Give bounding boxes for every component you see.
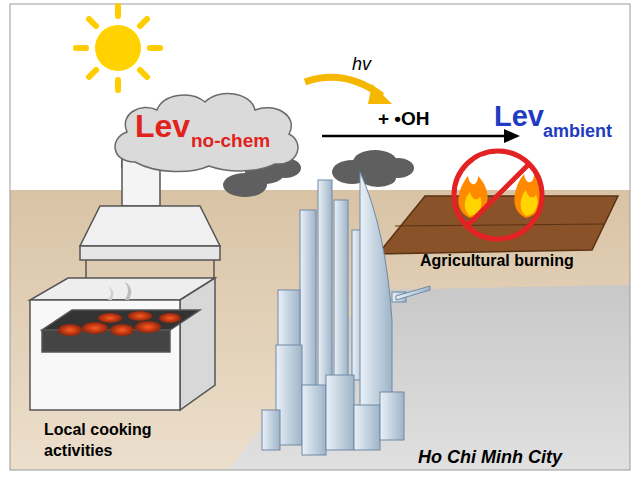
city-label: Ho Chi Minh City: [418, 447, 562, 468]
species-name: Lev: [494, 100, 544, 133]
photon-label: hv: [352, 54, 371, 75]
sun: [76, 6, 160, 90]
source-label: Local cooking activities: [44, 420, 184, 462]
charcoal: [58, 282, 181, 336]
light-arrowhead: [368, 84, 392, 104]
frame: [10, 4, 630, 470]
cloud-node: Levno-chem: [105, 88, 305, 174]
species-name: Lev: [135, 108, 190, 145]
field-furrow: [395, 224, 604, 226]
city-plane: [228, 285, 630, 470]
source-label: Agricultural burning: [420, 252, 574, 270]
reaction-arrow: [322, 135, 508, 138]
fire: [458, 174, 543, 218]
species-subscript: ambient: [543, 121, 612, 142]
field: [378, 196, 618, 254]
prohibition-sign: [454, 151, 542, 239]
oxidant-label: + •OH: [378, 108, 430, 130]
skyscrapers: [262, 172, 430, 455]
species-subscript: no-chem: [191, 130, 270, 152]
